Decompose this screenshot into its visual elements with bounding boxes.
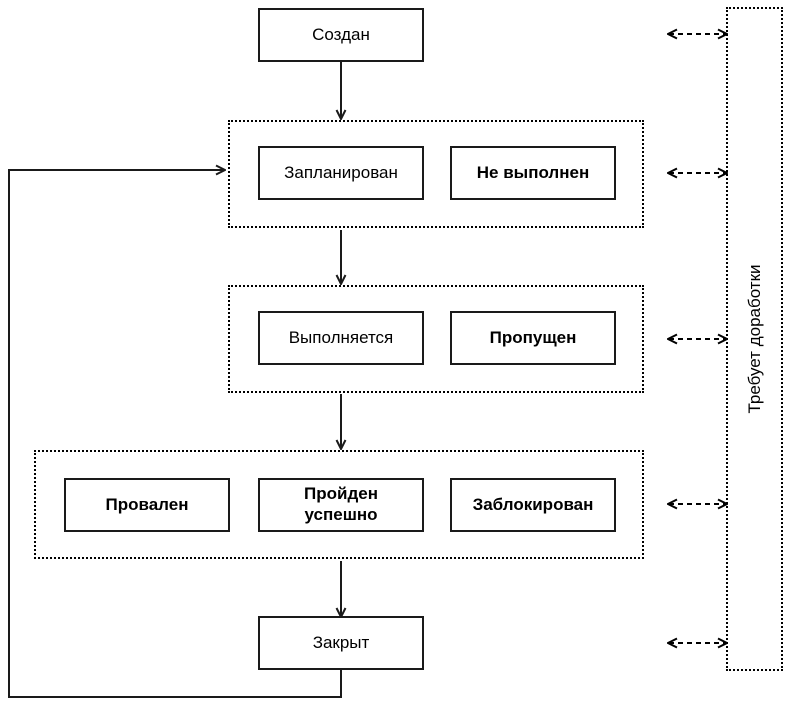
node-skipped[interactable]: Пропущен [450,311,616,365]
rework-panel-label: Требует доработки [744,264,764,414]
node-planned[interactable]: Запланирован [258,146,424,200]
node-not-executed[interactable]: Не выполнен [450,146,616,200]
node-in-progress[interactable]: Выполняется [258,311,424,365]
node-closed[interactable]: Закрыт [258,616,424,670]
node-in-progress-label: Выполняется [288,327,394,347]
node-created-label: Создан [312,24,370,44]
rework-panel[interactable]: Требует доработки [726,7,783,671]
node-closed-label: Закрыт [312,632,370,652]
node-passed[interactable]: Пройден успешно [258,478,424,532]
node-skipped-label: Пропущен [489,327,577,347]
node-planned-label: Запланирован [284,162,398,182]
node-blocked[interactable]: Заблокирован [450,478,616,532]
node-failed[interactable]: Провален [64,478,230,532]
node-not-executed-label: Не выполнен [476,162,590,182]
node-passed-label: Пройден успешно [304,484,378,524]
node-created[interactable]: Создан [258,8,424,62]
node-blocked-label: Заблокирован [472,494,594,514]
node-failed-label: Провален [105,494,189,514]
